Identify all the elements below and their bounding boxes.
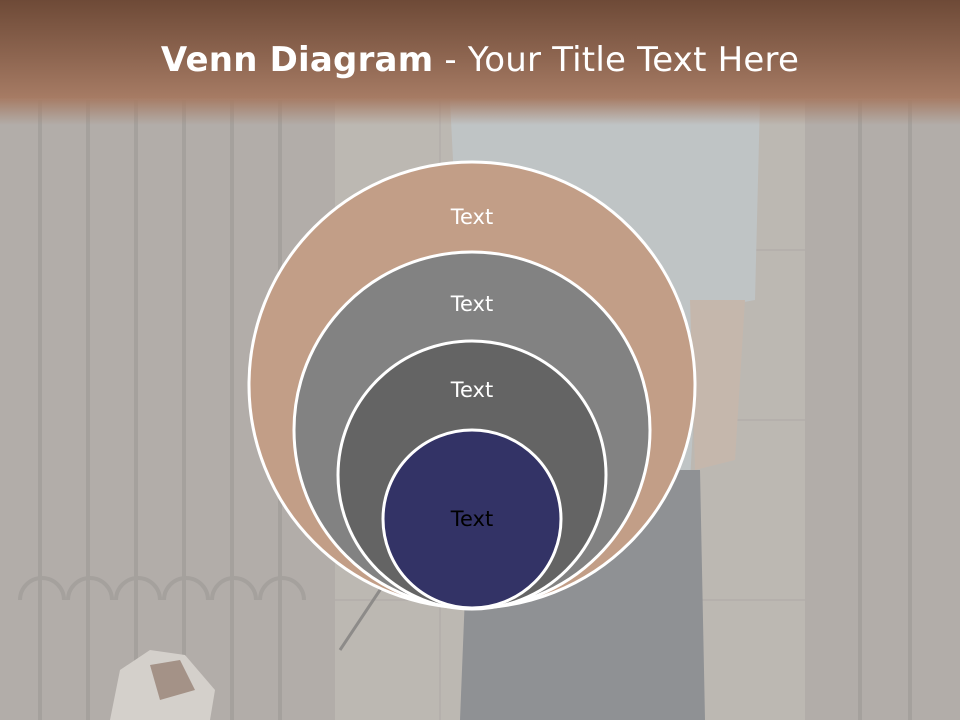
slide-title: Venn Diagram - Your Title Text Here — [0, 40, 960, 80]
circle-3-label: Text — [450, 378, 493, 402]
title-bold: Venn Diagram — [160, 40, 434, 80]
circle-1-label: Text — [450, 205, 493, 229]
title-rest: - Your Title Text Here — [433, 40, 800, 80]
circle-4: Text — [381, 428, 563, 610]
title-bar — [0, 0, 960, 125]
circle-4-label: Text — [450, 507, 493, 531]
circle-2-label: Text — [450, 292, 493, 316]
